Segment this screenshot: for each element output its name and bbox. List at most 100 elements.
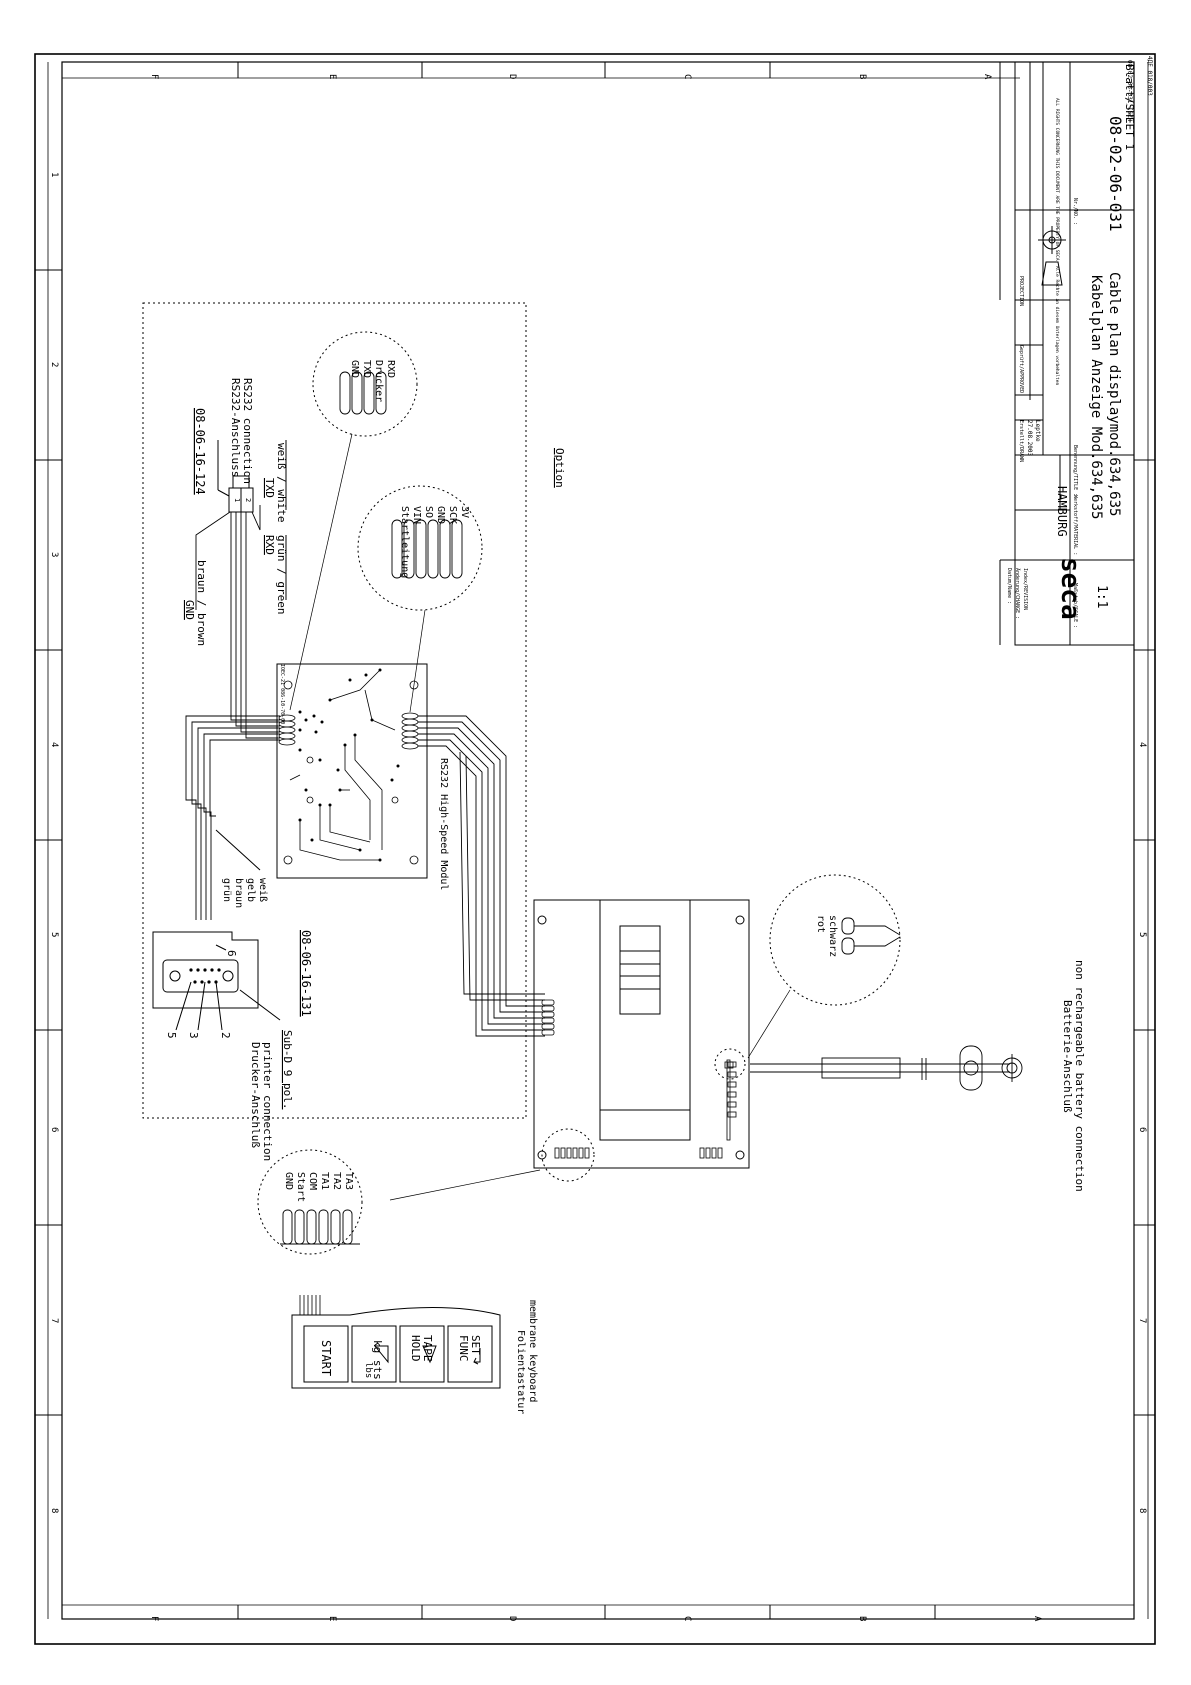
rxd-label: RXD <box>263 535 276 555</box>
date-label: Datum/Name : <box>1006 568 1012 604</box>
drucker-pin-rxd: RXD <box>385 360 396 378</box>
sub-d-pin-3: 3 <box>187 1032 200 1039</box>
grid-number-left: 1 <box>49 172 59 177</box>
grid-number-left: 4 <box>49 742 59 747</box>
module-detail-circle <box>357 485 483 611</box>
rs232-label-en: RS232 connection <box>241 378 254 484</box>
drucker-detail-pins <box>339 371 387 415</box>
white-label: weiß / white <box>275 443 288 522</box>
sub-d-code: 08-06-16-131 <box>299 930 313 1017</box>
grid-number-left: 7 <box>49 1318 59 1323</box>
module-pin-3v: 3V <box>459 506 470 518</box>
company-logo: seca <box>1055 557 1085 620</box>
sub-d-pin-6: 6 <box>225 950 238 957</box>
brown-label: braun / brown <box>195 560 208 646</box>
change-label: Änderung/CHANGE : <box>1014 568 1021 619</box>
sub-d-connector <box>152 931 259 1009</box>
rs232-cable <box>230 512 280 739</box>
revision-label: Index/REVISION <box>1022 568 1028 610</box>
company-city: HAMBURG <box>1055 486 1069 537</box>
printer-label-en: printer connection <box>261 1042 274 1161</box>
green-label: grün / green <box>275 535 288 614</box>
grid-number-left: 2 <box>49 362 59 367</box>
designation-label: Benennung/TITLE : <box>1072 445 1078 496</box>
keyboard-pin-ta1: TA1 <box>319 1172 330 1190</box>
grid-letter-top: A <box>982 74 992 80</box>
battery-wire-rot: rot <box>815 915 826 933</box>
drucker-pin-drucker: Drucker <box>373 360 384 402</box>
rs232-connector: 1 2 <box>228 475 254 513</box>
grid-number-left: 6 <box>49 1127 59 1132</box>
grid-number-left: 5 <box>49 932 59 937</box>
option-label: Option <box>553 448 566 488</box>
sub-d-type: Sub-D 9 pol. <box>281 1030 294 1109</box>
module-pin-so: SO <box>423 506 434 518</box>
key-tape: TAPE <box>421 1335 434 1362</box>
grid-number-right: 5 <box>1137 932 1147 937</box>
txd-label: TXD <box>263 478 276 498</box>
rs232-label-de: RS232-Anschluss <box>229 378 242 477</box>
key-start: START <box>319 1340 333 1376</box>
title-block <box>999 61 1135 660</box>
grid-number-left: 8 <box>49 1508 59 1513</box>
drucker-pin-txd: TXD <box>361 360 372 378</box>
grid-letter-top: E <box>327 74 337 79</box>
battery-wire-schwarz: schwarz <box>827 915 838 957</box>
grid-letter-bottom: B <box>857 1616 867 1621</box>
sub-d-pin-2: 2 <box>219 1032 232 1039</box>
grid-number-right: 8 <box>1137 1508 1147 1513</box>
scale-label: Maßstab/SCALE : <box>1072 583 1078 628</box>
rs232-pcb: IOEC-21 086-10-70-00 <box>276 663 428 879</box>
drawing-number: 08-02-06-031 <box>1106 116 1125 232</box>
rs232-module-label: RS232 High-Speed Modul <box>438 758 449 890</box>
copyright-note: ALL RIGHTS CONCERNING THIS DOCUMENT ARE … <box>1054 98 1060 385</box>
inner-border <box>61 61 1135 1620</box>
grid-letter-top: F <box>149 74 159 79</box>
drawn-date: 27.08.2003 <box>1026 420 1033 457</box>
grid-number-right: 4 <box>1137 742 1147 747</box>
wire-label-braun: braun <box>233 878 244 908</box>
keyboard-pin-start: Start <box>295 1172 306 1202</box>
rs232-pin-1: 1 <box>233 498 241 502</box>
keyboard-pin-gnd: GND <box>283 1172 294 1190</box>
key-hold: HOLD <box>409 1335 422 1362</box>
keyboard-pin-ta2: TA2 <box>331 1172 342 1190</box>
battery-detail-pins <box>841 917 901 955</box>
grid-number-left: 3 <box>49 552 59 557</box>
drawing-stamp: 4ДЕ 018/003 <box>1146 56 1153 96</box>
rs232-pin-2: 2 <box>244 498 252 502</box>
keyboard-pin-com: COM <box>307 1172 318 1190</box>
battery-label-de: Batterie-Anschluß <box>1061 1000 1074 1113</box>
drucker-detail-circle <box>312 331 418 437</box>
material-label: Werkstoff/MATERIAL : <box>1072 495 1078 555</box>
grid-letter-top: C <box>682 74 692 79</box>
grid-letter-top: B <box>857 74 867 79</box>
checked-label: Geprüft/APPROVED <box>1018 345 1024 393</box>
keyboard-detail-circle <box>257 1149 363 1255</box>
grid-letter-bottom: E <box>327 1616 337 1621</box>
keyboard-pin-ta3: TA3 <box>343 1172 354 1190</box>
display-board <box>533 899 750 1169</box>
module-pin-sck: SCK <box>447 506 458 524</box>
sheet-code: 08-02-06-031_ISZH <box>1126 60 1133 122</box>
title-de: Kabelplan Anzeige Mod.634,635 <box>1088 275 1104 519</box>
key-kg-sts: kg sts <box>371 1340 384 1380</box>
grid-number-right: 6 <box>1137 1127 1147 1132</box>
grid-letter-bottom: F <box>149 1616 159 1621</box>
wire-label-gelb: gelb <box>245 878 256 902</box>
drawn-name: Leptke <box>1034 420 1041 442</box>
keyboard-socket-circle <box>541 1128 595 1182</box>
membrane-keyboard <box>291 1295 501 1389</box>
battery-label-en: non rechargeable battery connection <box>1073 960 1086 1192</box>
sheet-number: Blatt/SHEET 1 <box>1123 64 1136 150</box>
number-label: Nr./NO. : <box>1072 198 1078 225</box>
wire-gnd <box>195 511 231 610</box>
pcb-marking: IOEC-21 086-10-70-00 <box>279 664 285 724</box>
grid-number-right: 7 <box>1137 1318 1147 1323</box>
key-func: FUNC <box>457 1335 470 1362</box>
wire-label-weiss: weiß <box>257 878 268 902</box>
module-detail-pins <box>391 519 463 579</box>
module-pin-vin: VIN <box>411 506 422 524</box>
title-en: Cable plan displaymod.634,635 <box>1106 272 1122 516</box>
